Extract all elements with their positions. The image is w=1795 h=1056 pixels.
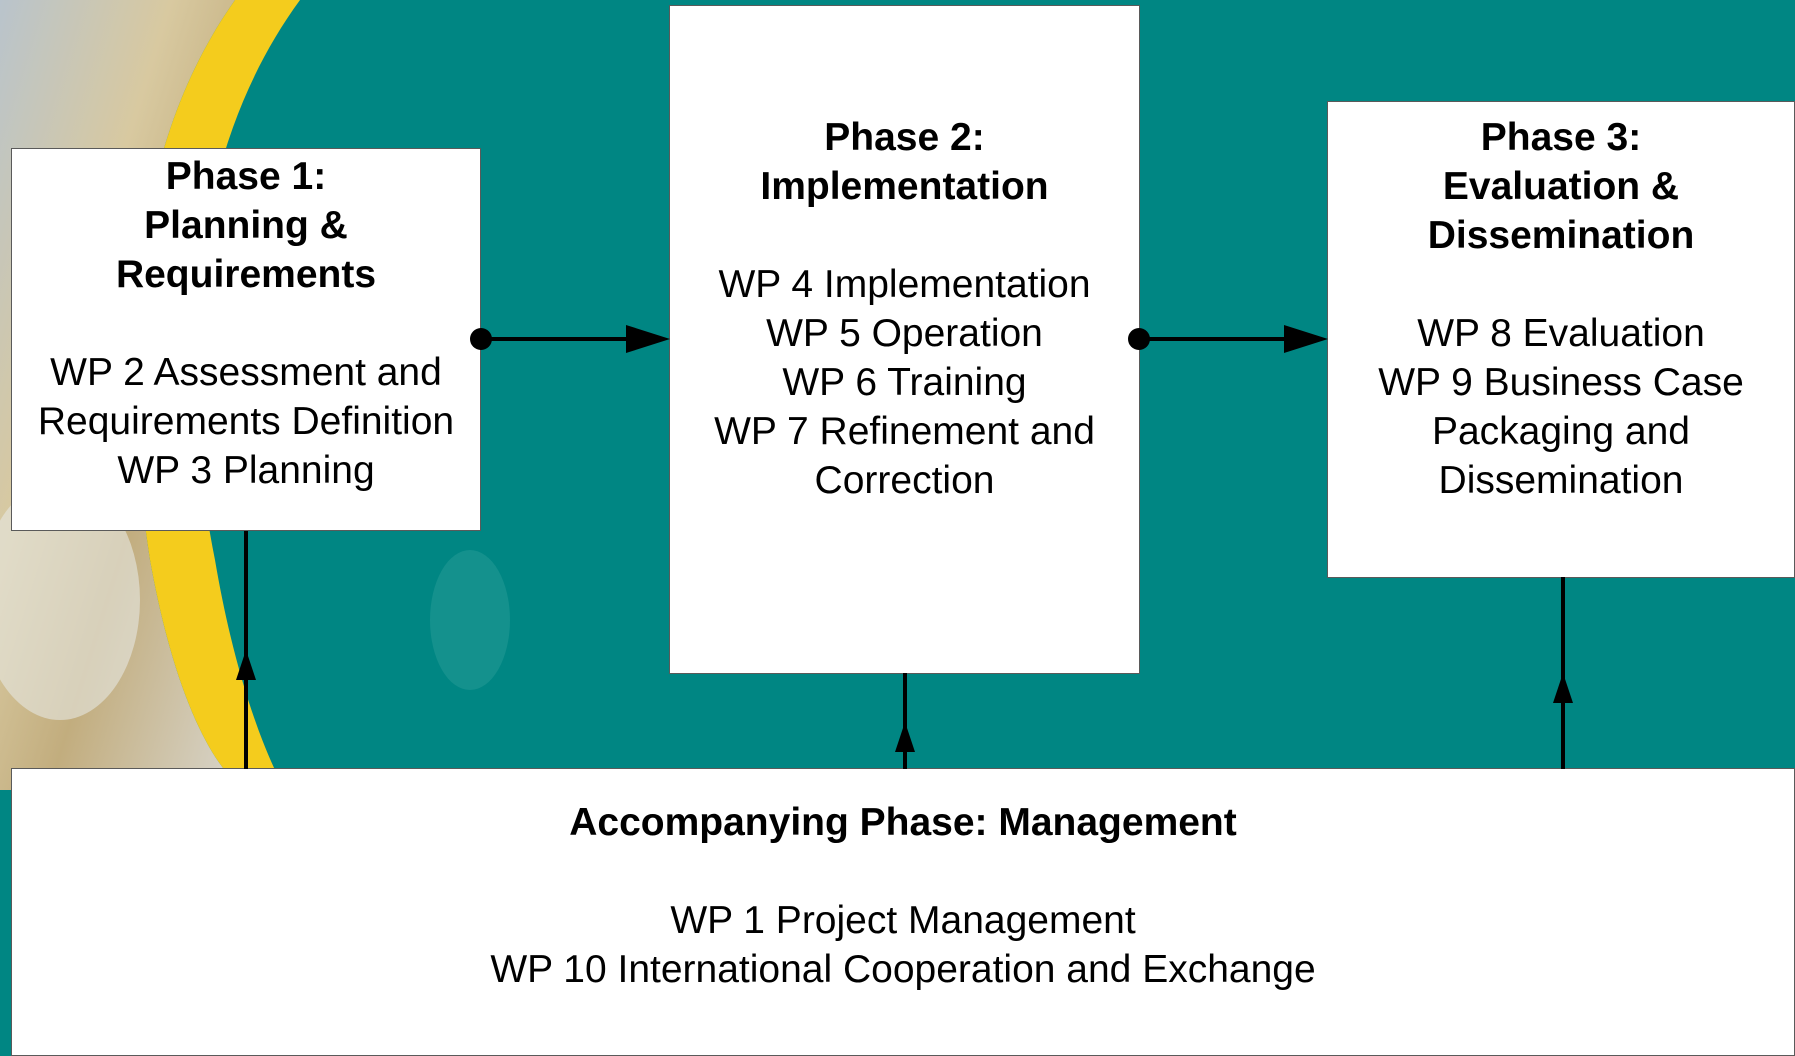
management-items: WP 1 Project Management WP 10 Internatio… (12, 896, 1794, 994)
management-item-line: WP 1 Project Management (670, 899, 1136, 942)
phase-3-item-line: Dissemination (1438, 459, 1684, 502)
phase-1-title-line: Planning & (144, 204, 348, 247)
phase-2-items: WP 4 Implementation WP 5 Operation WP 6 … (670, 260, 1139, 505)
phase-1-title-line: Requirements (115, 253, 377, 296)
phase-3-item-line: WP 8 Evaluation (1417, 312, 1705, 355)
phase-2-box: Phase 2: Implementation WP 4 Implementat… (669, 5, 1140, 674)
management-box: Accompanying Phase: Management WP 1 Proj… (11, 768, 1795, 1056)
phase-1-item-line: WP 3 Planning (117, 449, 375, 492)
phase-1-item-line: Requirements Definition (37, 400, 455, 443)
phase-2-title-line: Implementation (760, 165, 1049, 208)
phase-3-title-line: Evaluation & (1442, 165, 1680, 208)
management-item-line: WP 10 International Cooperation and Exch… (490, 948, 1316, 991)
phase-3-items: WP 8 Evaluation WP 9 Business Case Packa… (1328, 309, 1794, 505)
water-glow (430, 550, 510, 690)
phase-3-title-line: Dissemination (1427, 214, 1695, 257)
phase-1-title: Phase 1: Planning & Requirements (12, 152, 480, 299)
phase-2-item-line: WP 7 Refinement and (714, 410, 1095, 453)
management-title: Accompanying Phase: Management (569, 801, 1237, 844)
phase-1-title-line: Phase 1: (165, 155, 327, 198)
phase-3-item-line: Packaging and (1431, 410, 1691, 453)
phase-2-item-line: Correction (814, 459, 995, 502)
phase-3-title: Phase 3: Evaluation & Dissemination (1328, 113, 1794, 260)
phase-2-item-line: WP 6 Training (782, 361, 1027, 404)
phase-3-title-line: Phase 3: (1480, 116, 1642, 159)
phase-2-title: Phase 2: Implementation (670, 113, 1139, 211)
phase-1-box: Phase 1: Planning & Requirements WP 2 As… (11, 148, 481, 531)
phase-1-items: WP 2 Assessment and Requirements Definit… (12, 348, 480, 495)
phase-3-item-line: WP 9 Business Case (1378, 361, 1744, 404)
phase-2-title-line: Phase 2: (824, 116, 985, 159)
phase-2-item-line: WP 5 Operation (766, 312, 1043, 355)
phase-1-item-line: WP 2 Assessment and (50, 351, 442, 394)
surf-highlight (0, 480, 140, 720)
phase-3-box: Phase 3: Evaluation & Dissemination WP 8… (1327, 101, 1795, 578)
phase-2-item-line: WP 4 Implementation (718, 263, 1091, 306)
